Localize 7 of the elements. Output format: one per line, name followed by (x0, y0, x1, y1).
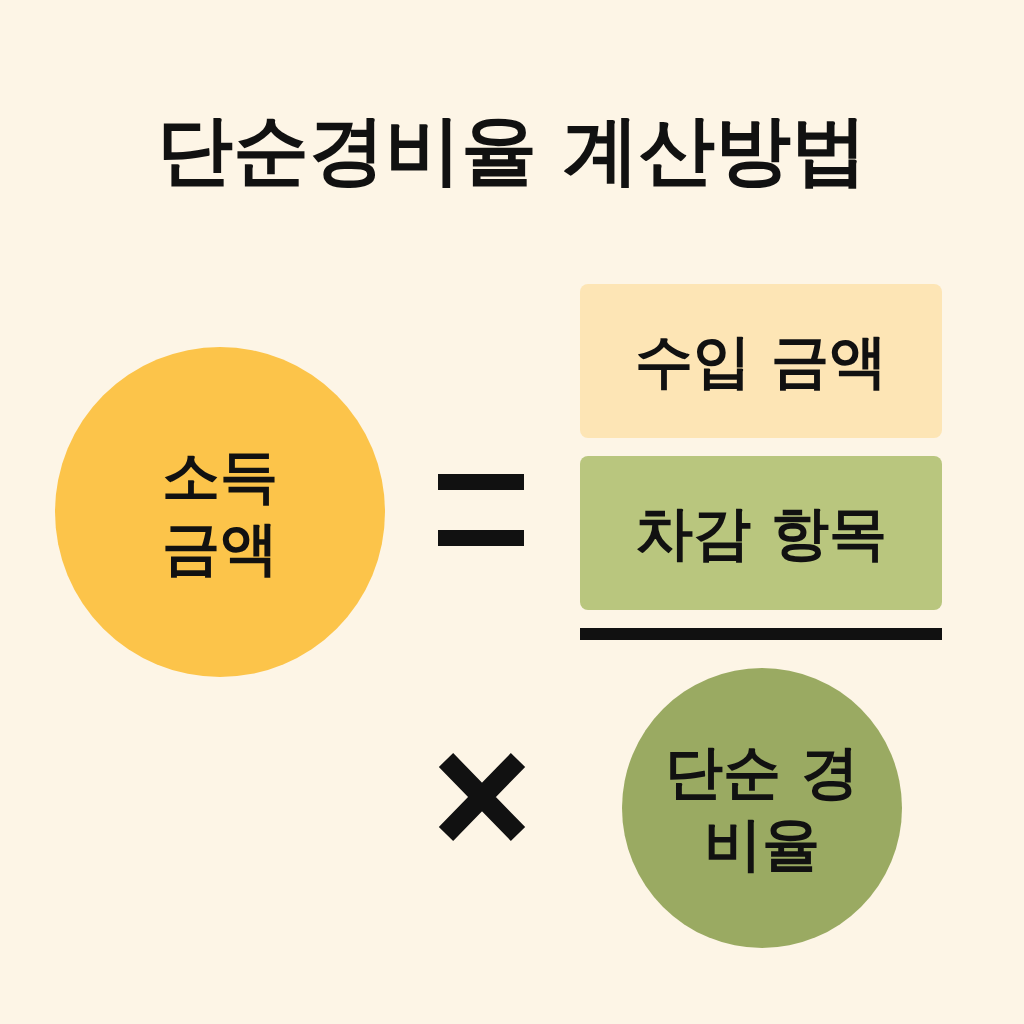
term-box (580, 456, 942, 610)
term-label: 단순 경비율 (663, 736, 861, 880)
term-label: 차감 항목 (634, 497, 888, 569)
term-label: 소득 금액 (161, 440, 279, 584)
term-label: 수입 금액 (634, 325, 888, 397)
title: 단순경비율 계산방법 (155, 104, 869, 196)
term-box (580, 284, 942, 438)
